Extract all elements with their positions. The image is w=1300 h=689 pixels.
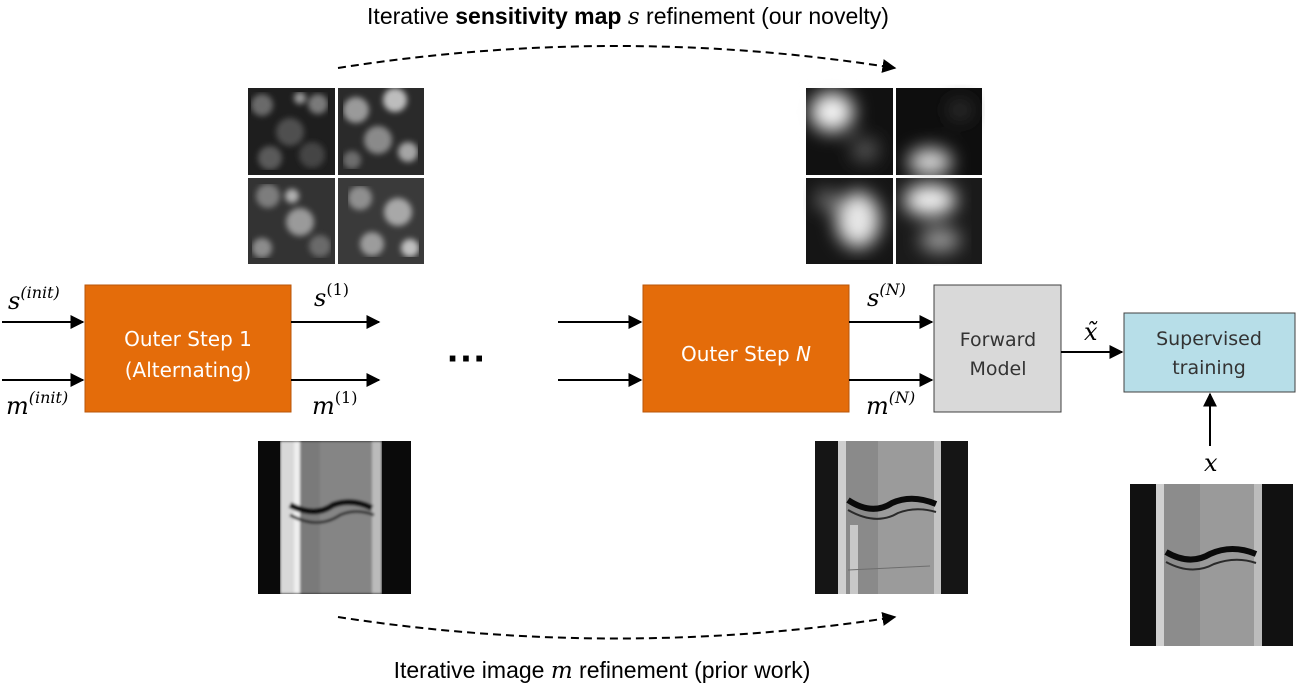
refined-sensitivity-maps — [806, 88, 982, 264]
sens-map-final-1 — [806, 88, 893, 175]
outer-step-1-line2: (Alternating) — [125, 358, 252, 382]
initial-image — [258, 441, 411, 594]
sens-map-init-2 — [338, 88, 424, 175]
forward-model-box: Forward Model — [933, 284, 1062, 413]
label-s-init: s(init) — [8, 283, 60, 315]
refined-image — [815, 441, 968, 594]
ellipsis: ··· — [447, 337, 487, 381]
forward-model-line1: Forward — [960, 329, 1036, 351]
sens-map-final-2 — [896, 88, 982, 176]
outer-step-n-box: Outer Step N — [642, 284, 850, 413]
sens-map-init-1 — [248, 88, 335, 175]
label-sN: s(N) — [867, 280, 906, 312]
top-dashed-arrow — [337, 45, 897, 73]
label-x-tilde: x̃ — [1084, 318, 1098, 346]
bottom-dashed-arrow — [337, 612, 897, 640]
supervised-line1: Supervised — [1156, 328, 1262, 350]
outer-step-1-line1: Outer Step 1 — [124, 327, 252, 351]
sens-map-final-3 — [806, 178, 893, 264]
sens-map-init-3 — [248, 178, 335, 264]
supervised-line2: training — [1172, 357, 1246, 379]
sens-map-final-4 — [896, 178, 982, 264]
initial-sensitivity-maps — [248, 88, 424, 264]
ground-truth-image — [1130, 484, 1293, 646]
label-x: x — [1204, 449, 1218, 477]
label-m-init: m(init) — [6, 388, 68, 420]
sens-map-init-4 — [338, 178, 424, 264]
bottom-caption: Iterative image m refinement (prior work… — [394, 657, 811, 684]
top-caption: Iterative sensitivity map s refinement (… — [367, 3, 889, 30]
flow-arrows — [2, 315, 1217, 446]
supervised-training-box: Supervised training — [1123, 312, 1296, 393]
outer-step-n-label: Outer Step N — [681, 342, 811, 366]
label-mN: m(N) — [866, 388, 915, 420]
label-s1: s(1) — [314, 280, 349, 312]
forward-model-line2: Model — [969, 358, 1026, 380]
label-m1: m(1) — [312, 388, 357, 420]
outer-step-1-box: Outer Step 1 (Alternating) — [84, 284, 292, 413]
